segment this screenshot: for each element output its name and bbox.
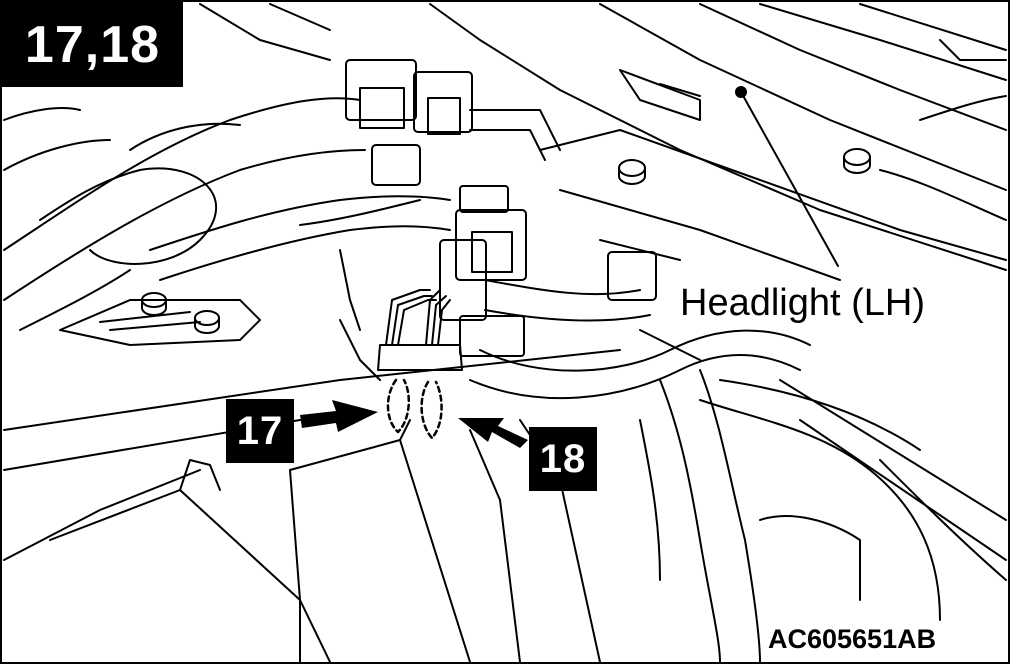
headlight-leader xyxy=(735,86,839,267)
connectors xyxy=(345,59,657,357)
hidden-clips xyxy=(386,378,443,440)
step-number-tag: 17,18 xyxy=(2,2,183,87)
callout-17: 17 xyxy=(226,399,294,463)
bracket xyxy=(59,299,261,346)
headlight-label: Headlight (LH) xyxy=(680,282,925,324)
lower-panels xyxy=(3,3,1007,663)
figure-code: AC605651AB xyxy=(768,624,937,654)
callout-arrows xyxy=(300,400,528,448)
arrow-18 xyxy=(458,418,528,448)
callout-18: 18 xyxy=(529,427,597,491)
arrow-17 xyxy=(300,400,378,432)
headlight-housing xyxy=(429,3,1007,281)
sensor-wires xyxy=(377,289,463,371)
wiring-harness xyxy=(3,97,941,663)
